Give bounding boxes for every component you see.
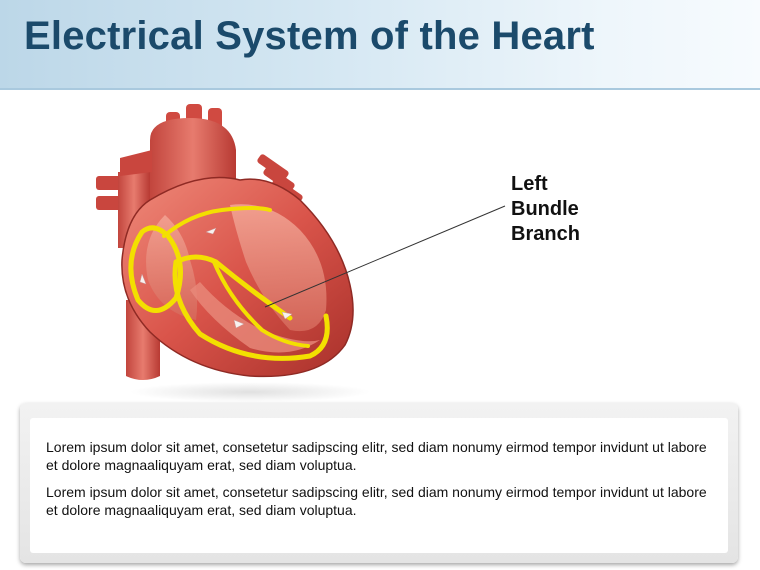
callout-leader-line	[264, 205, 506, 308]
callout-label-left-bundle-branch: Left Bundle Branch	[511, 172, 580, 247]
body-paragraph-2: Lorem ipsum dolor sit amet, consetetur s…	[46, 484, 707, 518]
signal-arrows	[139, 227, 293, 329]
heart-illustration	[96, 104, 506, 402]
heart-diagram	[0, 90, 760, 405]
callout-line-2: Bundle	[511, 198, 579, 220]
text-box: Lorem ipsum dolor sit amet, consetetur s…	[20, 403, 738, 563]
text-box-inner: Lorem ipsum dolor sit amet, consetetur s…	[30, 418, 728, 553]
slide-title: Electrical System of the Heart	[24, 14, 595, 58]
callout-line-3: Branch	[511, 223, 580, 245]
body-paragraph-1: Lorem ipsum dolor sit amet, consetetur s…	[46, 439, 707, 473]
heart-shadow	[130, 382, 370, 402]
conduction-pathway	[128, 206, 330, 361]
callout-line-1: Left	[511, 173, 548, 195]
title-bar: Electrical System of the Heart	[0, 0, 760, 90]
